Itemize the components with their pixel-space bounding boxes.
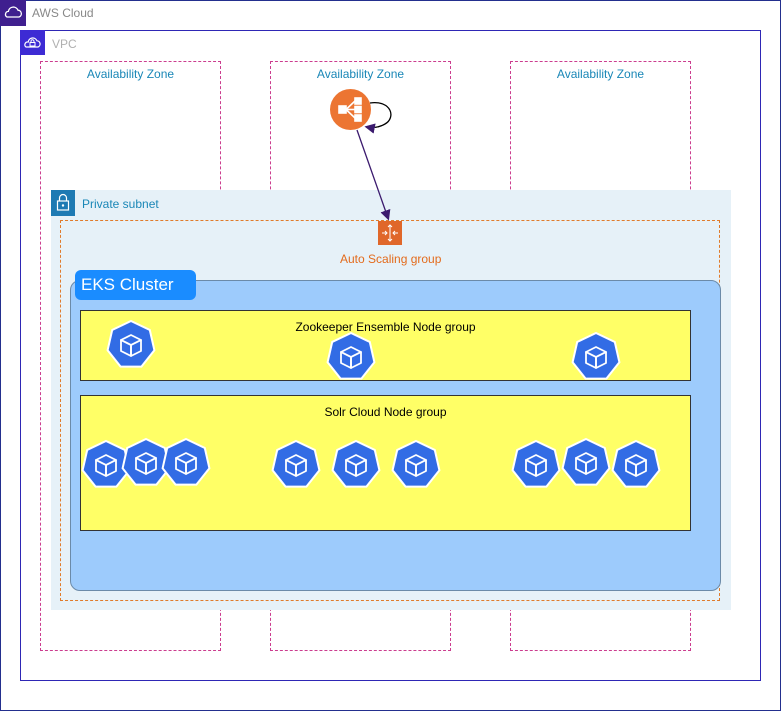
auto-scaling-icon <box>378 221 402 245</box>
vpc-cloud-lock-icon <box>20 30 45 55</box>
aws-cloud-label: AWS Cloud <box>32 6 94 20</box>
vpc-group <box>20 30 761 681</box>
private-subnet-label: Private subnet <box>82 197 159 211</box>
auto-scaling-group-label: Auto Scaling group <box>340 252 442 266</box>
vpc-label: VPC <box>52 37 77 51</box>
cloud-icon <box>0 0 26 26</box>
padlock-icon <box>51 190 75 216</box>
solr-node-group-label: Solr Cloud Node group <box>324 405 447 419</box>
elastic-load-balancer-icon <box>330 89 371 130</box>
availability-zone-label: Availability Zone <box>86 67 175 81</box>
zookeeper-node-group-label: Zookeeper Ensemble Node group <box>295 320 476 334</box>
availability-zone-label: Availability Zone <box>556 67 645 81</box>
eks-cluster-title: EKS Cluster <box>75 270 196 300</box>
availability-zone-label: Availability Zone <box>316 67 405 81</box>
